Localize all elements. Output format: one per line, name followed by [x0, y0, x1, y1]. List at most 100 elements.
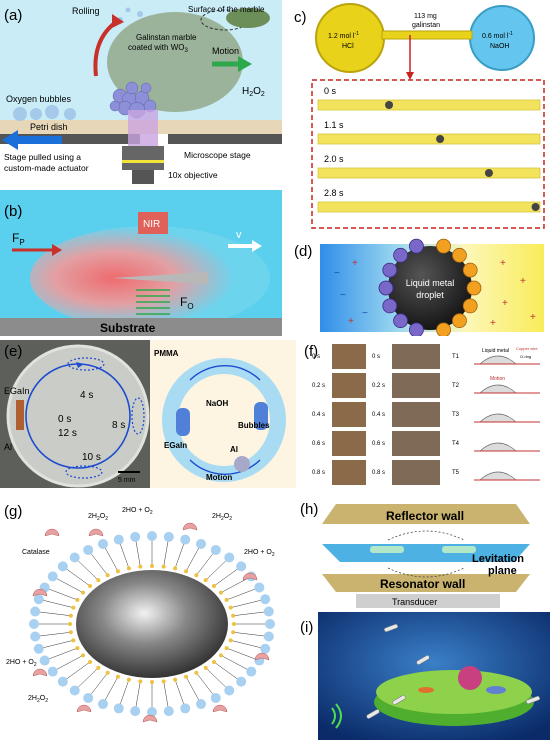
- c-time-label: 2.8 s: [324, 188, 344, 198]
- d-charge-sign: −: [362, 308, 368, 319]
- motion-label-e: Motion: [206, 473, 232, 482]
- f-time-a: 0.6 s: [312, 441, 325, 447]
- g-lipid-tail: [88, 672, 108, 699]
- time-10s: 10 s: [82, 452, 101, 463]
- g-catalase-enzyme: [182, 522, 198, 531]
- g-inner-dot: [211, 659, 216, 664]
- g-lipid-head: [260, 594, 271, 605]
- c-galinstan-ball: [531, 203, 540, 211]
- panel-h: (h) Reflector wall Levitation plane Reso…: [296, 496, 550, 610]
- g-lipid-tail: [196, 549, 216, 576]
- f-frame-b: [392, 344, 440, 369]
- g-catalase-enzyme: [242, 572, 258, 581]
- scale-label: 5 mm: [118, 477, 136, 484]
- g-inner-dot: [68, 622, 72, 626]
- g-lipid-tail: [174, 679, 186, 709]
- svg-text:FP: FP: [12, 231, 25, 247]
- panel-i: (i): [296, 612, 550, 740]
- f-frame-a: [332, 402, 366, 427]
- g-lipid-layer: [29, 522, 275, 723]
- g-inner-dot: [75, 597, 80, 602]
- d-charges: −+−−++++++: [334, 238, 536, 336]
- egain-label-2: EGaIn: [164, 441, 187, 450]
- marble-sub: 3: [184, 48, 188, 54]
- g-catalase-enzyme: [254, 652, 270, 661]
- fo-sub: O: [187, 302, 193, 311]
- hcl-sup: -1: [354, 31, 359, 37]
- g-lipid-head: [236, 561, 247, 572]
- d-negative-ion: [382, 262, 398, 278]
- c-channel: [317, 201, 541, 213]
- g-lipid-head: [33, 594, 44, 605]
- naoh-label: NaOH: [490, 43, 509, 50]
- d-charge-sign: +: [490, 318, 496, 329]
- transducer-label: Transducer: [392, 597, 437, 607]
- f-liquid-label: Liquid metal: [482, 348, 509, 354]
- d-negative-ion: [382, 298, 398, 314]
- g-lipid-tail: [44, 647, 78, 661]
- panel-b-label: (b): [4, 203, 22, 220]
- d-negative-ion: [409, 238, 424, 254]
- resonator-wall: [322, 574, 530, 592]
- d-charge-sign: +: [348, 316, 354, 327]
- g-lipid-tail: [52, 655, 84, 672]
- d-positive-ion: [466, 280, 482, 296]
- g-lipid-head: [69, 552, 80, 563]
- g-inner-dot: [68, 630, 73, 635]
- g-inner-dot: [81, 590, 86, 595]
- f-time-a: 0 s: [312, 354, 320, 360]
- panel-g: (g) Catalase 2H2O2 2HO + O2 2H2O2 2HO + …: [0, 496, 294, 740]
- rolling-label: Rolling: [72, 6, 100, 16]
- g-inner-dot: [232, 622, 236, 626]
- droplet-label-1: Liquid metal: [406, 278, 455, 288]
- d-positive-ion: [436, 322, 451, 336]
- g-inner-dot: [184, 569, 189, 574]
- g-lipid-tail: [62, 661, 91, 682]
- g-lipid-tail: [230, 598, 266, 608]
- g-lipid-tail: [118, 539, 130, 569]
- panel-c-illustration: 0 s1.1 s2.0 s2.8 s c) 113 mg galinstan 1…: [290, 0, 550, 232]
- g-lipid-tail: [35, 632, 71, 637]
- g-inner-dot: [184, 674, 189, 679]
- d-positive-ion: [462, 262, 478, 278]
- g-lipid-head: [113, 534, 124, 545]
- fo-label: F: [180, 295, 187, 309]
- nir-label: NIR: [143, 219, 160, 230]
- g-lipid-head: [163, 706, 174, 717]
- d-charge-sign: +: [530, 312, 536, 323]
- g-lipid-head: [210, 544, 221, 555]
- d-positive-ion: [452, 247, 467, 263]
- g-inner-dot: [231, 613, 236, 618]
- liquid-metal-droplet: [388, 246, 472, 330]
- f-frame-b: [392, 402, 440, 427]
- panel-f-label: (f): [304, 343, 318, 360]
- g-lipid-head: [97, 538, 108, 549]
- g-lipid-tail: [226, 647, 260, 661]
- g-lipid-head: [113, 703, 124, 714]
- bubbles-label: Bubbles: [238, 421, 270, 430]
- d-negative-ion: [393, 247, 408, 263]
- g-lipid-head: [83, 693, 94, 704]
- svg-text:H2O2: H2O2: [242, 86, 265, 98]
- g-inner-dot: [224, 646, 229, 651]
- g-lipid-head: [260, 643, 271, 654]
- g-inner-dot: [105, 670, 110, 675]
- g-lipid-head: [130, 531, 141, 542]
- svg-text:FO: FO: [180, 295, 194, 311]
- g-lipid-tail: [74, 557, 99, 581]
- g-lipid-tail: [38, 598, 74, 608]
- panel-i-illustration: (i): [300, 612, 550, 740]
- g-catalase-enzyme: [32, 668, 48, 677]
- d-negative-ion: [378, 280, 394, 296]
- fp-sub: P: [19, 238, 24, 247]
- f-time-b: 0.4 s: [372, 412, 385, 418]
- g-inner-dot: [71, 638, 76, 643]
- reaction-2: 2HO + O2: [122, 507, 153, 516]
- g-lipid-head: [69, 685, 80, 696]
- f-frame-a: [332, 431, 366, 456]
- naoh-sup: -1: [508, 31, 513, 37]
- g-inner-dot: [75, 646, 80, 651]
